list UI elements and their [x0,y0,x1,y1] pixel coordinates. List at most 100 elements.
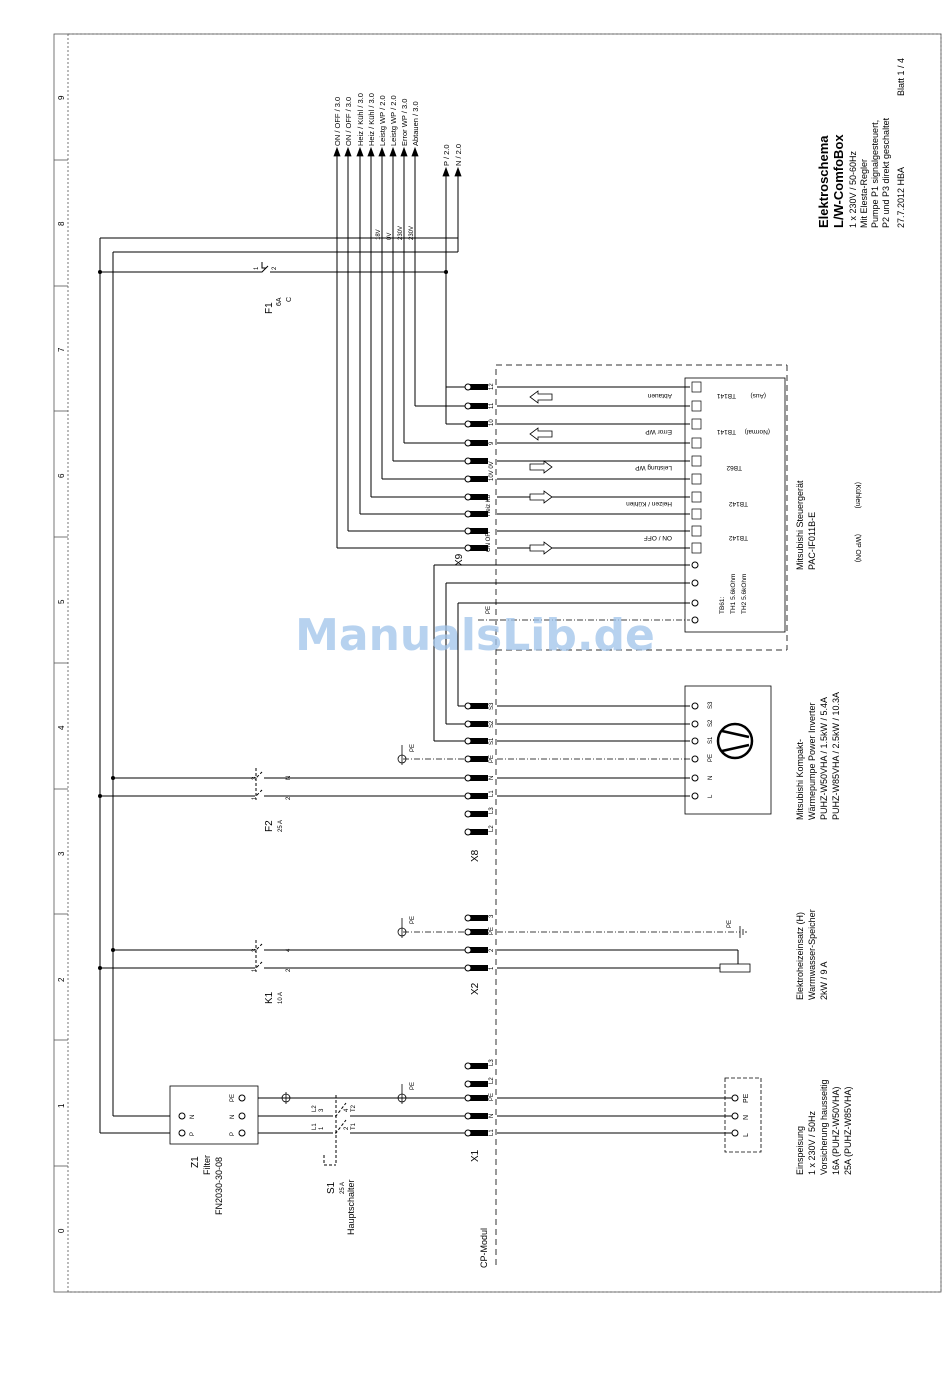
title-sub: L/W-ComfoBox [831,134,846,228]
signal-label: Leistg WP / 2.0 [389,95,398,146]
sensor-terminal [691,599,699,607]
title-sheet: Blatt 1 / 4 [896,58,906,96]
terminal-clamp [470,829,488,835]
grid-number-7: 7 [57,347,66,352]
switch-s1: S1 25 A Hauptschalter L1 1 L2 3 2 T1 4 T… [312,1095,357,1235]
z1-pin-n: N [230,1115,236,1119]
terminal-screw [464,1094,472,1102]
fuse-f2: F2 25 A 1 2 N 3 [252,768,292,832]
x9-pin-10: 10 [489,419,495,426]
grid-number-5: 5 [57,599,66,604]
hp-pin-pe: PE [708,754,714,762]
ctrl-tb-4: TB141 [716,428,736,435]
x1-name: X1 [470,1149,481,1162]
terminal-clamp [470,421,488,427]
hp-line1: Mitsubishi Kompakt- [795,739,805,820]
supply-line3: Vorsicherung hausseitig [819,1079,829,1175]
ctrl-tb-2: TB142 [728,500,748,507]
ctrl-tb-5: TB141 [716,392,736,399]
x2-name: X2 [470,982,481,995]
controller-pin-box [691,418,702,430]
terminal-clamp [470,528,488,534]
x9-pin-heiz-ku: Heiz Kü [486,495,492,516]
terminal-screw [464,1112,472,1120]
heatpump-terminal [691,702,699,710]
f1-rating: 6A [276,297,283,306]
terminal-blocks [464,383,488,1137]
x9-pin-9: 9 [489,441,495,445]
wiring [99,148,739,1134]
supply-box: PE N L Einspeisung 1 x 230V / 50Hz Vorsi… [724,1077,853,1175]
k1-pin3: 3 [252,948,258,952]
terminal-clamp [470,915,488,921]
grid-number-0: 0 [57,1228,66,1233]
supply-line1: Einspeisung [795,1126,805,1175]
f1-pin1: 1 [254,266,260,270]
s1-pin-3: 3 [319,1108,325,1112]
terminal-screw [464,1080,472,1088]
z1-label: Filter [202,1155,212,1175]
f2-pin2: 2 [286,796,292,800]
terminal-screw [464,737,472,745]
voltage-label-0v: 0V [387,233,393,240]
pe-label: PE [410,916,416,924]
heater-line2: Warmwasser-Speicher [807,909,817,1000]
ctrl-tb61: TB61: [719,596,726,614]
k1-pin1: 1 [252,968,258,972]
x2-pin-2: 2 [489,948,495,952]
s1-pin-t2: T2 [351,1104,357,1112]
hp-pin-s3: S3 [708,701,714,709]
terminal-clamp [470,811,488,817]
ctrl-label-heizen: Heizen / Kühlen [626,500,672,507]
supply-line2: 1 x 230V / 50Hz [807,1110,817,1175]
x9-pin-10v-0v: 10V 0V [489,461,495,481]
cp-modul-label: CP-Modul [479,1228,489,1268]
controller-pin-box [691,525,702,537]
controller-pin-box [691,542,702,554]
supply-pin-n: N [743,1115,750,1120]
terminal-clamp [470,494,488,500]
ctrl-th1: TH1 5.6kOhm [730,574,737,614]
cp-modul-boundary [495,364,788,1265]
terminal-clamp [470,1095,488,1101]
terminal-clamp [470,384,488,390]
terminal-screw [464,1062,472,1070]
x2-pin-1: 1 [489,966,495,970]
direction-arrows [529,390,553,555]
s1-pin-4: 4 [344,1108,350,1112]
grid-ruler [54,159,68,1167]
terminal-clamp [470,458,488,464]
terminal-screw [464,420,472,428]
x1-pin-pe: PE [489,1093,495,1101]
ctrl-kuehl-note: (Kühlen) [854,482,861,508]
x8-pin-n: N [489,776,495,780]
hp-pin-s2: S2 [708,719,714,727]
ctrl-wp-note: (WP ON) [854,534,861,562]
grid-numbers: 9 8 7 6 5 4 3 2 1 0 [57,95,66,1233]
x1-pin-n: N [489,1114,495,1118]
title-line3: Pumpe P1 signalgesteuert, [870,120,880,228]
hp-pin-l: L [708,794,714,798]
f2-name: F2 [264,820,275,832]
sensor-terminal [691,579,699,587]
signal-label: ON / OFF / 3.0 [344,97,353,146]
k1-pin4: 4 [286,948,292,952]
terminal-screw [464,544,472,552]
supply-pin-pe: PE [743,1093,750,1103]
supply-label-p: P / 2.0 [442,144,451,166]
controller-pin-box [691,400,702,412]
terminal-clamp [470,947,488,953]
x8-pin-l3: L3 [489,807,495,814]
ctrl-title2: PAC-IF011B-E [807,512,817,570]
hp-pin-s1: S1 [708,736,714,744]
f1-char: C [286,297,293,302]
z1-pin-n-in: N [190,1115,196,1119]
grid-number-2: 2 [57,977,66,982]
terminal-clamp [470,545,488,551]
signal-arrows [333,146,462,177]
signal-label: Heiz / Kühl / 3.0 [356,93,365,146]
terminal-names: X9 X8 X2 X1 CP-Modul [454,553,489,1268]
terminal-labels: ON OFF Heiz Kü 10V 0V 9 10 11 12 L2 L3 L… [486,383,495,1136]
signal-label: Heiz / Kühl / 3.0 [367,93,376,146]
f2-rating: 25 A [278,820,284,832]
